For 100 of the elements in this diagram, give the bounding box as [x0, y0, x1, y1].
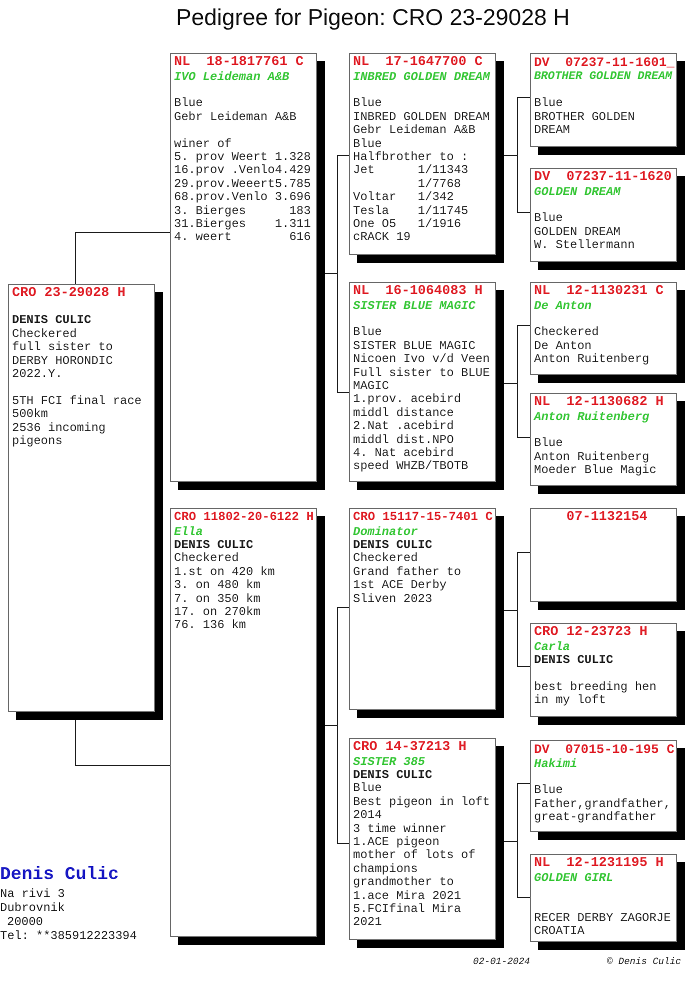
ring-number: 07-1132154 [566, 510, 648, 525]
ring-number: DV 07015-10-195 C [534, 742, 674, 757]
pigeon-info: Jet 1/11343 [353, 164, 468, 178]
pigeon-info: SISTER BLUE MAGIC [353, 340, 476, 353]
pigeon-info: Blue [174, 97, 203, 111]
connector-line [75, 720, 170, 766]
pigeon-name: IVO Leideman A&B [174, 70, 290, 84]
pedigree-card [530, 393, 685, 494]
pigeon-name: GOLDEN GIRL [534, 871, 614, 885]
pigeon-info: full sister to DERBY HORONDIC 2022.Y. [12, 341, 114, 382]
ring-number: CRO 23-29028 H [12, 286, 126, 301]
connector-line [504, 841, 530, 898]
pigeon-info: Father,grandfather, great-grandfather [534, 798, 672, 825]
pigeon-info: Checkered [12, 328, 77, 341]
pigeon-name: SISTER BLUE MAGIC [353, 299, 476, 313]
pigeon-name: Dominator [353, 525, 418, 539]
page-title: Pedigree for Pigeon: CRO 23-29028 H [176, 3, 570, 31]
pigeon-info: 1.st on 420 km [174, 566, 275, 579]
pigeon-info: 76. 136 km [174, 619, 246, 633]
connector-line [324, 273, 350, 393]
pigeon-info: Blue [534, 97, 563, 111]
ring-number: NL 16-1064083 H [353, 284, 483, 299]
pigeon-info: Blue [534, 437, 563, 451]
breeder-name: DENIS CULIC [353, 769, 432, 782]
pedigree-card [530, 282, 685, 383]
pigeon-info: best breeding hen in my loft [534, 680, 658, 708]
pigeon-info: Blue [353, 97, 382, 111]
pigeon-info: winer of [174, 138, 232, 151]
pigeon-info: 16.prov .Venlo4.429 [174, 164, 311, 178]
pigeon-info: cRACK 19 [353, 231, 411, 245]
pedigree-card [530, 740, 685, 840]
pigeon-info: One O5 1/1916 [353, 218, 462, 232]
ring-number: NL 17-1647700 C [353, 55, 483, 70]
breeder-name: DENIS CULIC [174, 539, 254, 552]
pigeon-info: 7. on 350 km [174, 592, 260, 606]
pedigree-card [530, 53, 685, 155]
pigeon-name: SISTER 385 [353, 755, 426, 769]
address-line: Na rivi 3 [0, 887, 65, 901]
pigeon-info: 1.prov. acebird middl distance [353, 393, 462, 420]
pigeon-info: Blue [353, 138, 382, 151]
pedigree-card [530, 168, 685, 270]
pigeon-name: BROTHER GOLDEN DREAM [534, 70, 672, 84]
pigeon-info: Halfbrother to : [353, 151, 468, 164]
pigeon-info: Checkered [174, 552, 239, 566]
ring-number: NL 18-1817761 C [174, 55, 304, 70]
pigeon-info: Blue [534, 784, 563, 798]
connector-line [75, 232, 170, 284]
copyright-note: © Denis Culic [607, 956, 682, 968]
pigeon-info: Tesla 1/11745 [353, 204, 468, 218]
pigeon-name: Hakimi [534, 757, 578, 771]
pigeon-info: Checkered [353, 552, 418, 566]
pigeon-info: 5TH FCI final race 500km [12, 394, 143, 422]
address-line: 20000 [7, 915, 44, 929]
pigeon-info: 68.prov.Venlo 3.696 [174, 191, 311, 205]
pigeon-info: De Anton [534, 340, 592, 353]
pigeon-info: 2.Nat .acebird middl dist.NPO [353, 420, 455, 447]
ring-number: CRO 12-23723 H [534, 625, 648, 640]
pigeon-info: 4. Nat acebird speed WHZB/TBOTB [353, 447, 470, 474]
pigeon-info: Gebr Leideman A&B [353, 124, 476, 138]
ring-number: DV 07237-11-1620 [534, 170, 672, 185]
pigeon-info: grandmother to 1.ace Mira 2021 [353, 876, 462, 903]
breeder-heading: Denis Culic [0, 865, 119, 885]
breeder-name: DENIS CULIC [12, 314, 92, 328]
pedigree-card [349, 738, 504, 948]
connector-line [504, 610, 530, 667]
pigeon-info: 1/7768 [418, 178, 462, 191]
pigeon-info: 17. on 270km [174, 606, 260, 620]
pigeon-info: Anton Ruitenberg [534, 450, 650, 464]
breeder-name: DENIS CULIC [353, 539, 432, 552]
pigeon-info: 3. Bierges 183 [174, 204, 311, 218]
pigeon-info: Checkered [534, 326, 599, 340]
connector-line [504, 155, 530, 213]
pigeon-name: Ella [174, 525, 203, 539]
ring-number: CRO 11802-20-6122 H [174, 510, 314, 525]
pigeon-name: Anton Ruitenberg [534, 410, 650, 424]
pigeon-info: 1.ACE pigeon [353, 836, 440, 850]
address-line: Dubrovnik [0, 901, 65, 915]
pedigree-card [170, 53, 325, 490]
connector-line [324, 725, 350, 844]
connector-line [504, 383, 530, 438]
pedigree-card [530, 854, 685, 950]
pigeon-info: Nicoen Ivo v/d Veen [353, 353, 490, 367]
pigeon-info: Gebr Leideman A&B [174, 110, 296, 124]
pigeon-info: 2536 incoming pigeons [12, 422, 107, 448]
pedigree-card [170, 508, 325, 945]
pigeon-name: INBRED GOLDEN DREAM [353, 70, 490, 84]
pedigree-card [349, 53, 504, 263]
pigeon-info: 4. weert 616 [174, 231, 311, 245]
pigeon-info: Moeder Blue Magic [534, 464, 656, 478]
pigeon-info: Blue [353, 782, 382, 796]
ring-number: CRO 14-37213 H [353, 740, 466, 755]
pedigree-card [349, 508, 504, 718]
pigeon-info: 5.FCIfinal Mira 2021 [353, 903, 462, 930]
pedigree-card [530, 508, 685, 610]
pigeon-info: 3 time winner [353, 822, 447, 836]
pigeon-info: Full sister to BLUE MAGIC [353, 366, 491, 394]
pigeon-info: 31.Bierges 1.311 [174, 218, 311, 232]
ring-number: NL 12-1130682 H [534, 395, 664, 410]
pigeon-name: Carla [534, 640, 570, 654]
pigeon-info: Blue [534, 212, 563, 226]
